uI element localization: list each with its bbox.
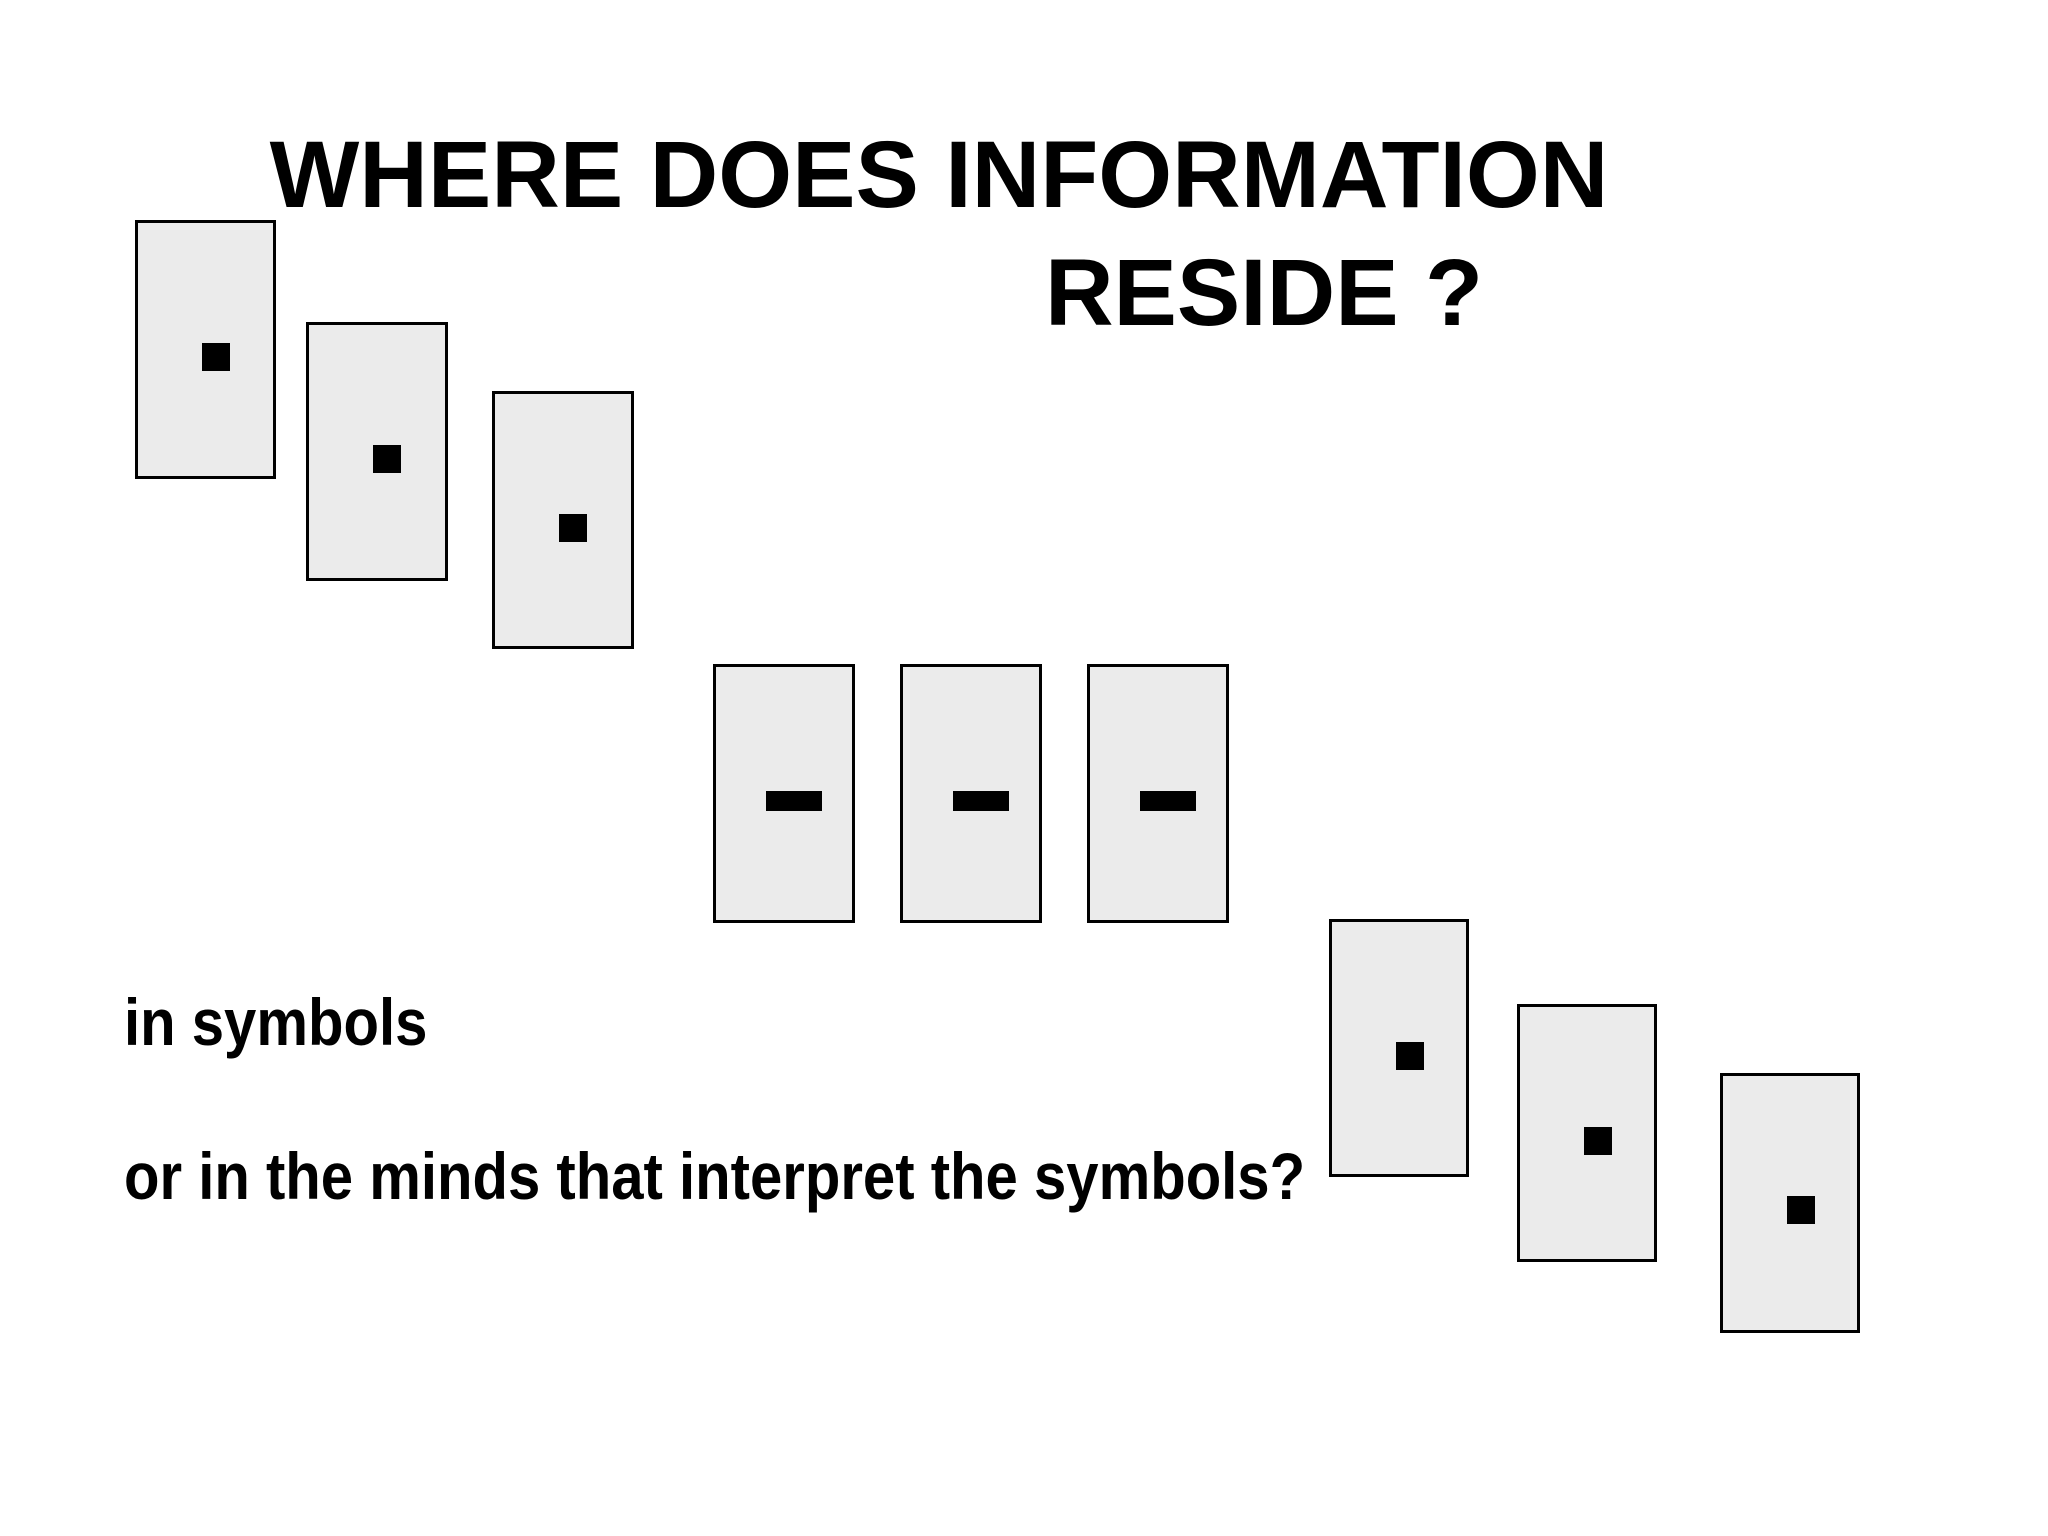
body-paragraph-2: or in the minds that interpret the symbo… xyxy=(124,1139,1306,1213)
dash-icon xyxy=(953,791,1009,811)
square-icon xyxy=(373,445,401,473)
card xyxy=(1329,919,1469,1177)
title-line-2: RESIDE ? xyxy=(1044,240,1484,346)
square-icon xyxy=(559,514,587,542)
card xyxy=(492,391,634,649)
card xyxy=(1720,1073,1860,1333)
card xyxy=(135,220,276,479)
card xyxy=(713,664,855,923)
square-icon xyxy=(202,343,230,371)
square-icon xyxy=(1787,1196,1815,1224)
dash-icon xyxy=(766,791,822,811)
card xyxy=(900,664,1042,923)
square-icon xyxy=(1584,1127,1612,1155)
title-line-1: WHERE DOES INFORMATION xyxy=(269,122,1609,228)
square-icon xyxy=(1396,1042,1424,1070)
card xyxy=(1087,664,1229,923)
dash-icon xyxy=(1140,791,1196,811)
slide-title: WHERE DOES INFORMATION RESIDE ? xyxy=(0,116,2048,352)
card xyxy=(1517,1004,1657,1262)
body-paragraph-1: in symbols xyxy=(124,985,428,1059)
card xyxy=(306,322,448,581)
